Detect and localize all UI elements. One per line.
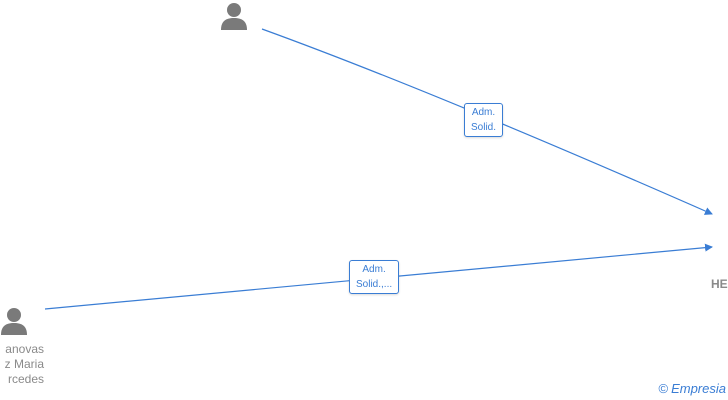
role-line: Adm.: [362, 264, 386, 275]
edge-line-top: [261, 28, 713, 215]
edge-label-role[interactable]: Adm. Solid.: [464, 103, 504, 137]
person-icon[interactable]: [219, 1, 249, 31]
person-name-line: z Maria: [4, 357, 44, 371]
role-line: Solid.: [471, 122, 497, 133]
person-icon[interactable]: [0, 306, 29, 336]
copyright-icon: ©: [658, 381, 669, 396]
edge-label-role[interactable]: Adm. Solid.,...: [349, 260, 400, 294]
role-line: Adm.: [471, 107, 496, 118]
brand-watermark: ©Empresia: [658, 381, 726, 396]
company-name-label[interactable]: HE: [711, 277, 728, 292]
company-name-line: HE: [711, 277, 728, 291]
person-name-line: rcedes: [7, 372, 44, 386]
brand-name: Empresia: [671, 381, 726, 396]
role-line: Solid.,...: [356, 279, 393, 290]
person-name-line: anovas: [5, 342, 44, 356]
person-name-label[interactable]: anovas z Maria rcedes: [0, 342, 44, 387]
